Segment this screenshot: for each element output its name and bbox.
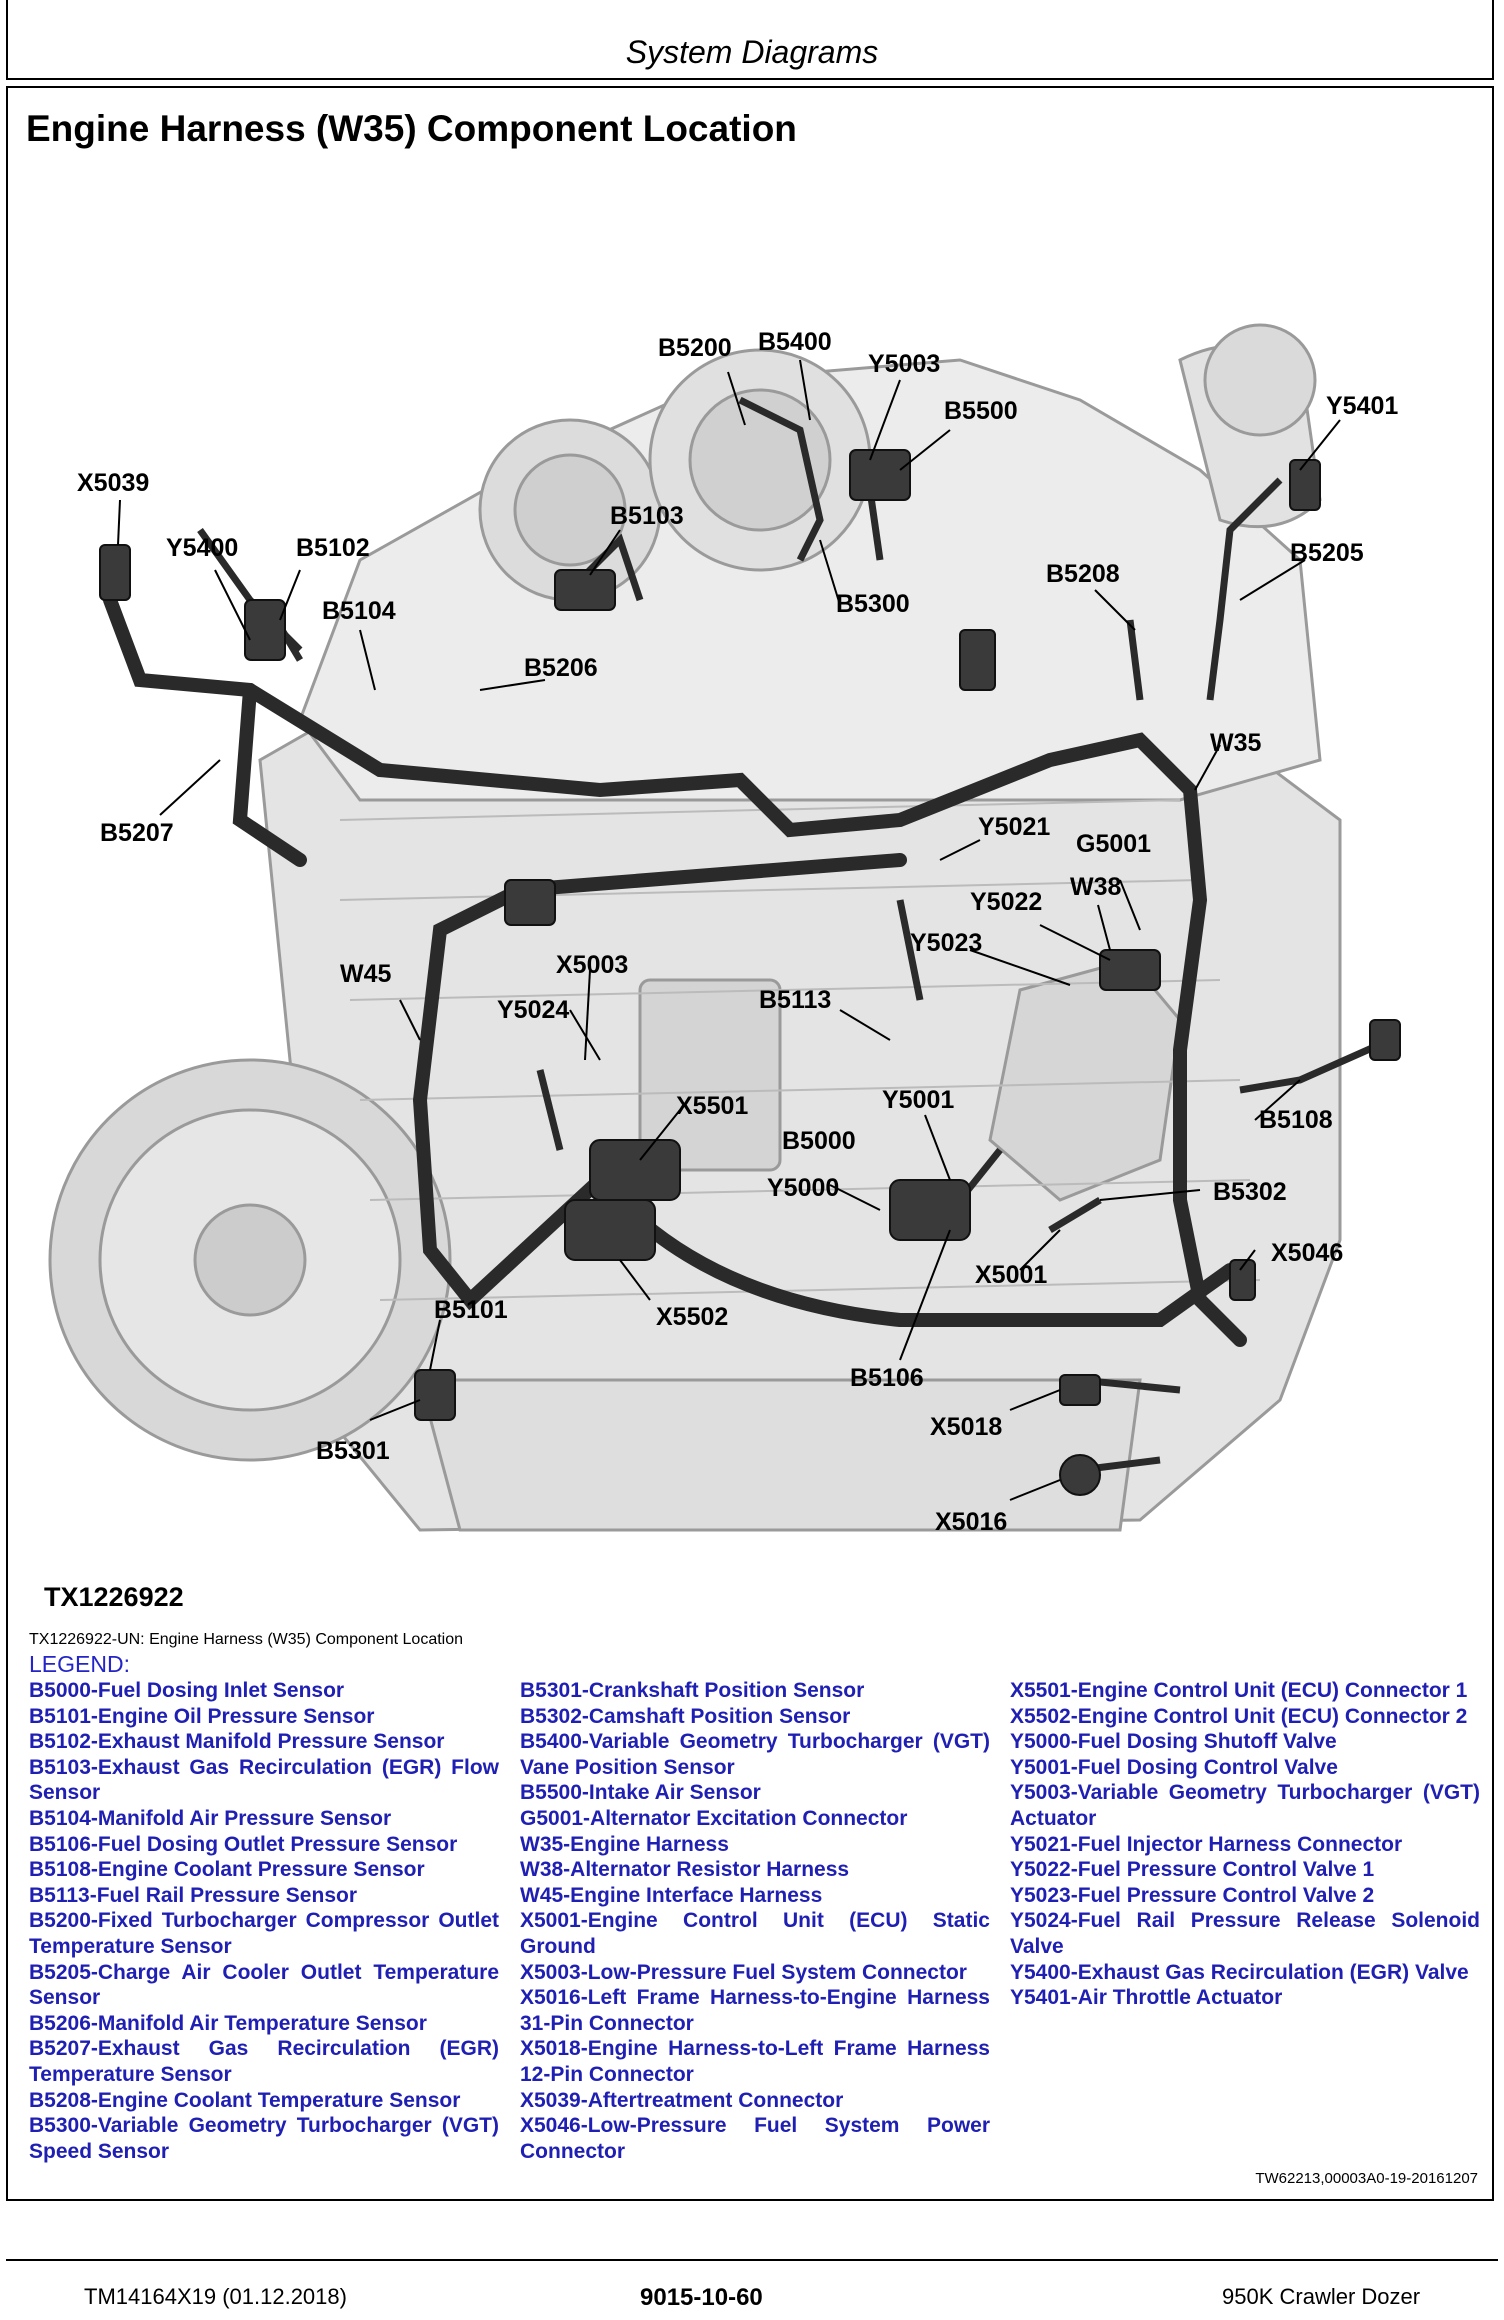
legend-item: X5016-Left Frame Harness-to-Engine Harne…: [520, 1986, 990, 2035]
legend-item: Y5022-Fuel Pressure Control Valve 1: [1010, 1858, 1375, 1882]
callout-x5016: X5016: [935, 1508, 1008, 1536]
legend-item: Y5001-Fuel Dosing Control Valve: [1010, 1755, 1338, 1779]
callout-b5102: B5102: [296, 534, 370, 562]
legend-item: B5206-Manifold Air Temperature Sensor: [29, 2011, 427, 2035]
callout-y5021: Y5021: [978, 813, 1051, 841]
callout-b5207: B5207: [100, 819, 174, 847]
legend-item: X5039-Aftertreatment Connector: [520, 2088, 844, 2112]
legend-item: Y5021-Fuel Injector Harness Connector: [1010, 1832, 1403, 1856]
callout-b5208: B5208: [1046, 560, 1120, 588]
legend-item: B5300-Variable Geometry Turbocharger (VG…: [29, 2114, 499, 2163]
legend-column-1: B5000-Fuel Dosing Inlet Sensor B5101-Eng…: [29, 1678, 499, 2164]
legend-item: W38-Alternator Resistor Harness: [520, 1858, 850, 1882]
callout-b5103: B5103: [610, 502, 684, 530]
legend-item: B5200-Fixed Turbocharger Compressor Outl…: [29, 1909, 499, 1958]
legend-item: B5103-Exhaust Gas Recirculation (EGR) Fl…: [29, 1755, 499, 1805]
footer-divider: [6, 2259, 1498, 2261]
legend-item: B5302-Camshaft Position Sensor: [520, 1704, 851, 1728]
legend-item: B5205-Charge Air Cooler Outlet Temperatu…: [29, 1960, 499, 2010]
legend-item: X5018-Engine Harness-to-Left Frame Harne…: [520, 2037, 990, 2086]
legend-item: B5207-Exhaust Gas Recirculation (EGR) Te…: [29, 2037, 499, 2086]
callout-y5022: Y5022: [970, 888, 1043, 916]
page-title: Engine Harness (W35) Component Location: [26, 108, 797, 149]
section-header: System Diagrams: [625, 34, 879, 70]
legend-item: Y5000-Fuel Dosing Shutoff Valve: [1010, 1730, 1337, 1754]
legend-item: B5400-Variable Geometry Turbocharger (VG…: [520, 1730, 990, 1779]
callout-b5108: B5108: [1259, 1106, 1333, 1134]
figure-caption: TX1226922-UN: Engine Harness (W35) Compo…: [29, 1631, 464, 1648]
legend-item: Y5400-Exhaust Gas Recirculation (EGR) Va…: [1010, 1960, 1469, 1984]
legend-item: B5301-Crankshaft Position Sensor: [520, 1679, 865, 1702]
legend-item: B5000-Fuel Dosing Inlet Sensor: [29, 1679, 345, 1702]
callout-y5024: Y5024: [497, 996, 570, 1024]
callout-x5039: X5039: [77, 469, 150, 497]
callout-b5000: B5000: [782, 1127, 856, 1155]
legend-title: LEGEND:: [29, 1651, 130, 1677]
callout-b5300: B5300: [836, 590, 910, 618]
legend-item: B5500-Intake Air Sensor: [520, 1781, 761, 1805]
callout-x5001: X5001: [975, 1261, 1048, 1289]
legend-item: X5501-Engine Control Unit (ECU) Connecto…: [1010, 1679, 1468, 1702]
legend-item: X5003-Low-Pressure Fuel System Connector: [520, 1960, 967, 1984]
footer-page-number: 9015-10-60: [640, 2284, 763, 2311]
callout-w35: W35: [1210, 729, 1262, 757]
callout-b5205: B5205: [1290, 539, 1364, 567]
legend-item: B5113-Fuel Rail Pressure Sensor: [29, 1883, 357, 1907]
callout-x5003: X5003: [556, 951, 629, 979]
callout-x5046: X5046: [1271, 1239, 1344, 1267]
legend-item: B5102-Exhaust Manifold Pressure Sensor: [29, 1730, 445, 1754]
legend-item: Y5023-Fuel Pressure Control Valve 2: [1010, 1883, 1375, 1907]
legend-item: X5046-Low-Pressure Fuel System Power Con…: [520, 2114, 990, 2163]
callout-y5023: Y5023: [910, 929, 983, 957]
figure-id: TX1226922: [44, 1582, 184, 1612]
legend-item: W35-Engine Harness: [520, 1832, 729, 1856]
callout-b5302: B5302: [1213, 1178, 1287, 1206]
legend-item: Y5401-Air Throttle Actuator: [1010, 1986, 1283, 2010]
callout-x5502: X5502: [656, 1303, 729, 1331]
callout-y5400: Y5400: [166, 534, 239, 562]
callout-x5018: X5018: [930, 1413, 1003, 1441]
legend-item: B5208-Engine Coolant Temperature Sensor: [29, 2088, 461, 2112]
callout-b5400: B5400: [758, 328, 832, 356]
legend-item: Y5024-Fuel Rail Pressure Release Solenoi…: [1010, 1909, 1480, 1958]
callout-y5000: Y5000: [767, 1174, 840, 1202]
callout-b5301: B5301: [316, 1437, 390, 1465]
callout-y5401: Y5401: [1326, 392, 1399, 420]
callout-b5104: B5104: [322, 597, 396, 625]
legend-item: B5106-Fuel Dosing Outlet Pressure Sensor: [29, 1832, 458, 1856]
legend-item: B5104-Manifold Air Pressure Sensor: [29, 1806, 392, 1830]
callout-x5501: X5501: [676, 1092, 749, 1120]
callout-b5101: B5101: [434, 1296, 508, 1324]
callout-g5001: G5001: [1076, 830, 1152, 858]
callout-y5003: Y5003: [868, 350, 941, 378]
content-frame: [6, 86, 1494, 2201]
callout-b5200: B5200: [658, 334, 732, 362]
legend-item: B5101-Engine Oil Pressure Sensor: [29, 1704, 375, 1728]
legend-item: X5502-Engine Control Unit (ECU) Connecto…: [1010, 1704, 1468, 1728]
callout-b5106: B5106: [850, 1364, 924, 1392]
callout-b5500: B5500: [944, 397, 1018, 425]
legend-item: Y5003-Variable Geometry Turbocharger (VG…: [1010, 1781, 1480, 1830]
footer-manual-id: TM14164X19 (01.12.2018): [84, 2284, 347, 2309]
callout-w38: W38: [1070, 873, 1122, 901]
legend-item: X5001-Engine Control Unit (ECU) Static G…: [520, 1909, 990, 1958]
document-reference: TW62213,00003A0-19-20161207: [1255, 2170, 1478, 2187]
callout-b5206: B5206: [524, 654, 598, 682]
legend-column-3: X5501-Engine Control Unit (ECU) Connecto…: [1010, 1678, 1480, 2011]
legend-column-2: B5301-Crankshaft Position Sensor B5302-C…: [520, 1678, 990, 2164]
header-frame: [6, 0, 1494, 80]
legend-item: W45-Engine Interface Harness: [520, 1883, 823, 1907]
footer-machine-model: 950K Crawler Dozer: [1222, 2284, 1421, 2309]
callout-b5113: B5113: [759, 986, 832, 1014]
legend-item: B5108-Engine Coolant Pressure Sensor: [29, 1858, 425, 1882]
callout-y5001: Y5001: [882, 1086, 955, 1114]
legend-item: G5001-Alternator Excitation Connector: [520, 1806, 908, 1830]
callout-w45: W45: [340, 960, 392, 988]
